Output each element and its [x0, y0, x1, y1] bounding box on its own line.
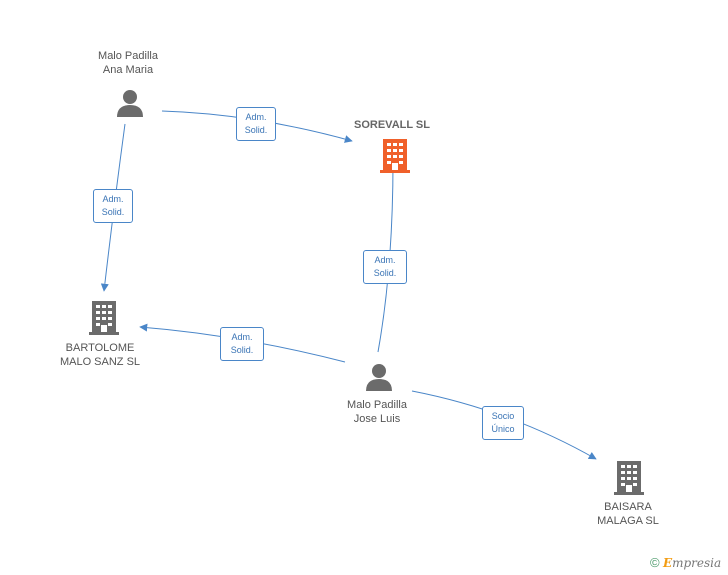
node-name-line: MALAGA SL [597, 515, 659, 527]
node-name-line: SOREVALL SL [354, 119, 430, 131]
brand-initial: E [662, 556, 673, 570]
edge-label-jose-sorevall: Adm. Solid. [363, 250, 407, 284]
node-name-line: Malo Padilla [98, 50, 158, 62]
empresia-watermark: © Empresia [650, 555, 721, 570]
building-icon[interactable] [380, 139, 410, 173]
node-label-baisara[interactable]: BAISARA MALAGA SL [578, 500, 678, 528]
building-icon[interactable] [89, 301, 119, 335]
edge-label-line: Adm. [231, 332, 253, 342]
edge-label-line: Solid. [230, 345, 254, 355]
edge-label-line: Adm. [102, 194, 124, 204]
edge-label-ana-sorevall: Adm. Solid. [236, 107, 276, 141]
edge-label-line: Único [491, 424, 515, 434]
node-name-line: MALO SANZ SL [59, 356, 141, 368]
edge-label-line: Socio [491, 411, 515, 421]
edge-label-line: Solid. [244, 125, 268, 135]
node-label-jose-luis[interactable]: Malo Padilla Jose Luis [329, 398, 425, 426]
edge-label-line: Adm. [374, 255, 396, 265]
node-name-line: Ana Maria [102, 64, 154, 76]
edge-label-ana-bartolome: Adm. Solid. [93, 189, 133, 223]
brand-rest: mpresia [672, 556, 722, 570]
person-icon[interactable] [366, 364, 392, 391]
node-name-line: Jose Luis [353, 413, 401, 425]
node-name-line: BARTOLOME [65, 342, 135, 354]
edge-label-line: Solid. [373, 268, 397, 278]
node-name-line: Malo Padilla [347, 399, 407, 411]
copyright-symbol: © [650, 555, 660, 570]
node-label-ana-maria[interactable]: Malo Padilla Ana Maria [80, 49, 176, 77]
edge-label-jose-baisara: Socio Único [482, 406, 524, 440]
node-label-bartolome[interactable]: BARTOLOME MALO SANZ SL [50, 341, 150, 369]
person-icon[interactable] [117, 90, 143, 117]
brand-logo: Empresia [663, 556, 721, 570]
node-name-line: BAISARA [604, 501, 652, 513]
edge-label-line: Adm. [245, 112, 267, 122]
node-label-sorevall[interactable]: SOREVALL SL [340, 118, 444, 132]
edge-label-jose-bartolome: Adm. Solid. [220, 327, 264, 361]
edge-label-line: Solid. [101, 207, 125, 217]
building-icon[interactable] [614, 461, 644, 495]
